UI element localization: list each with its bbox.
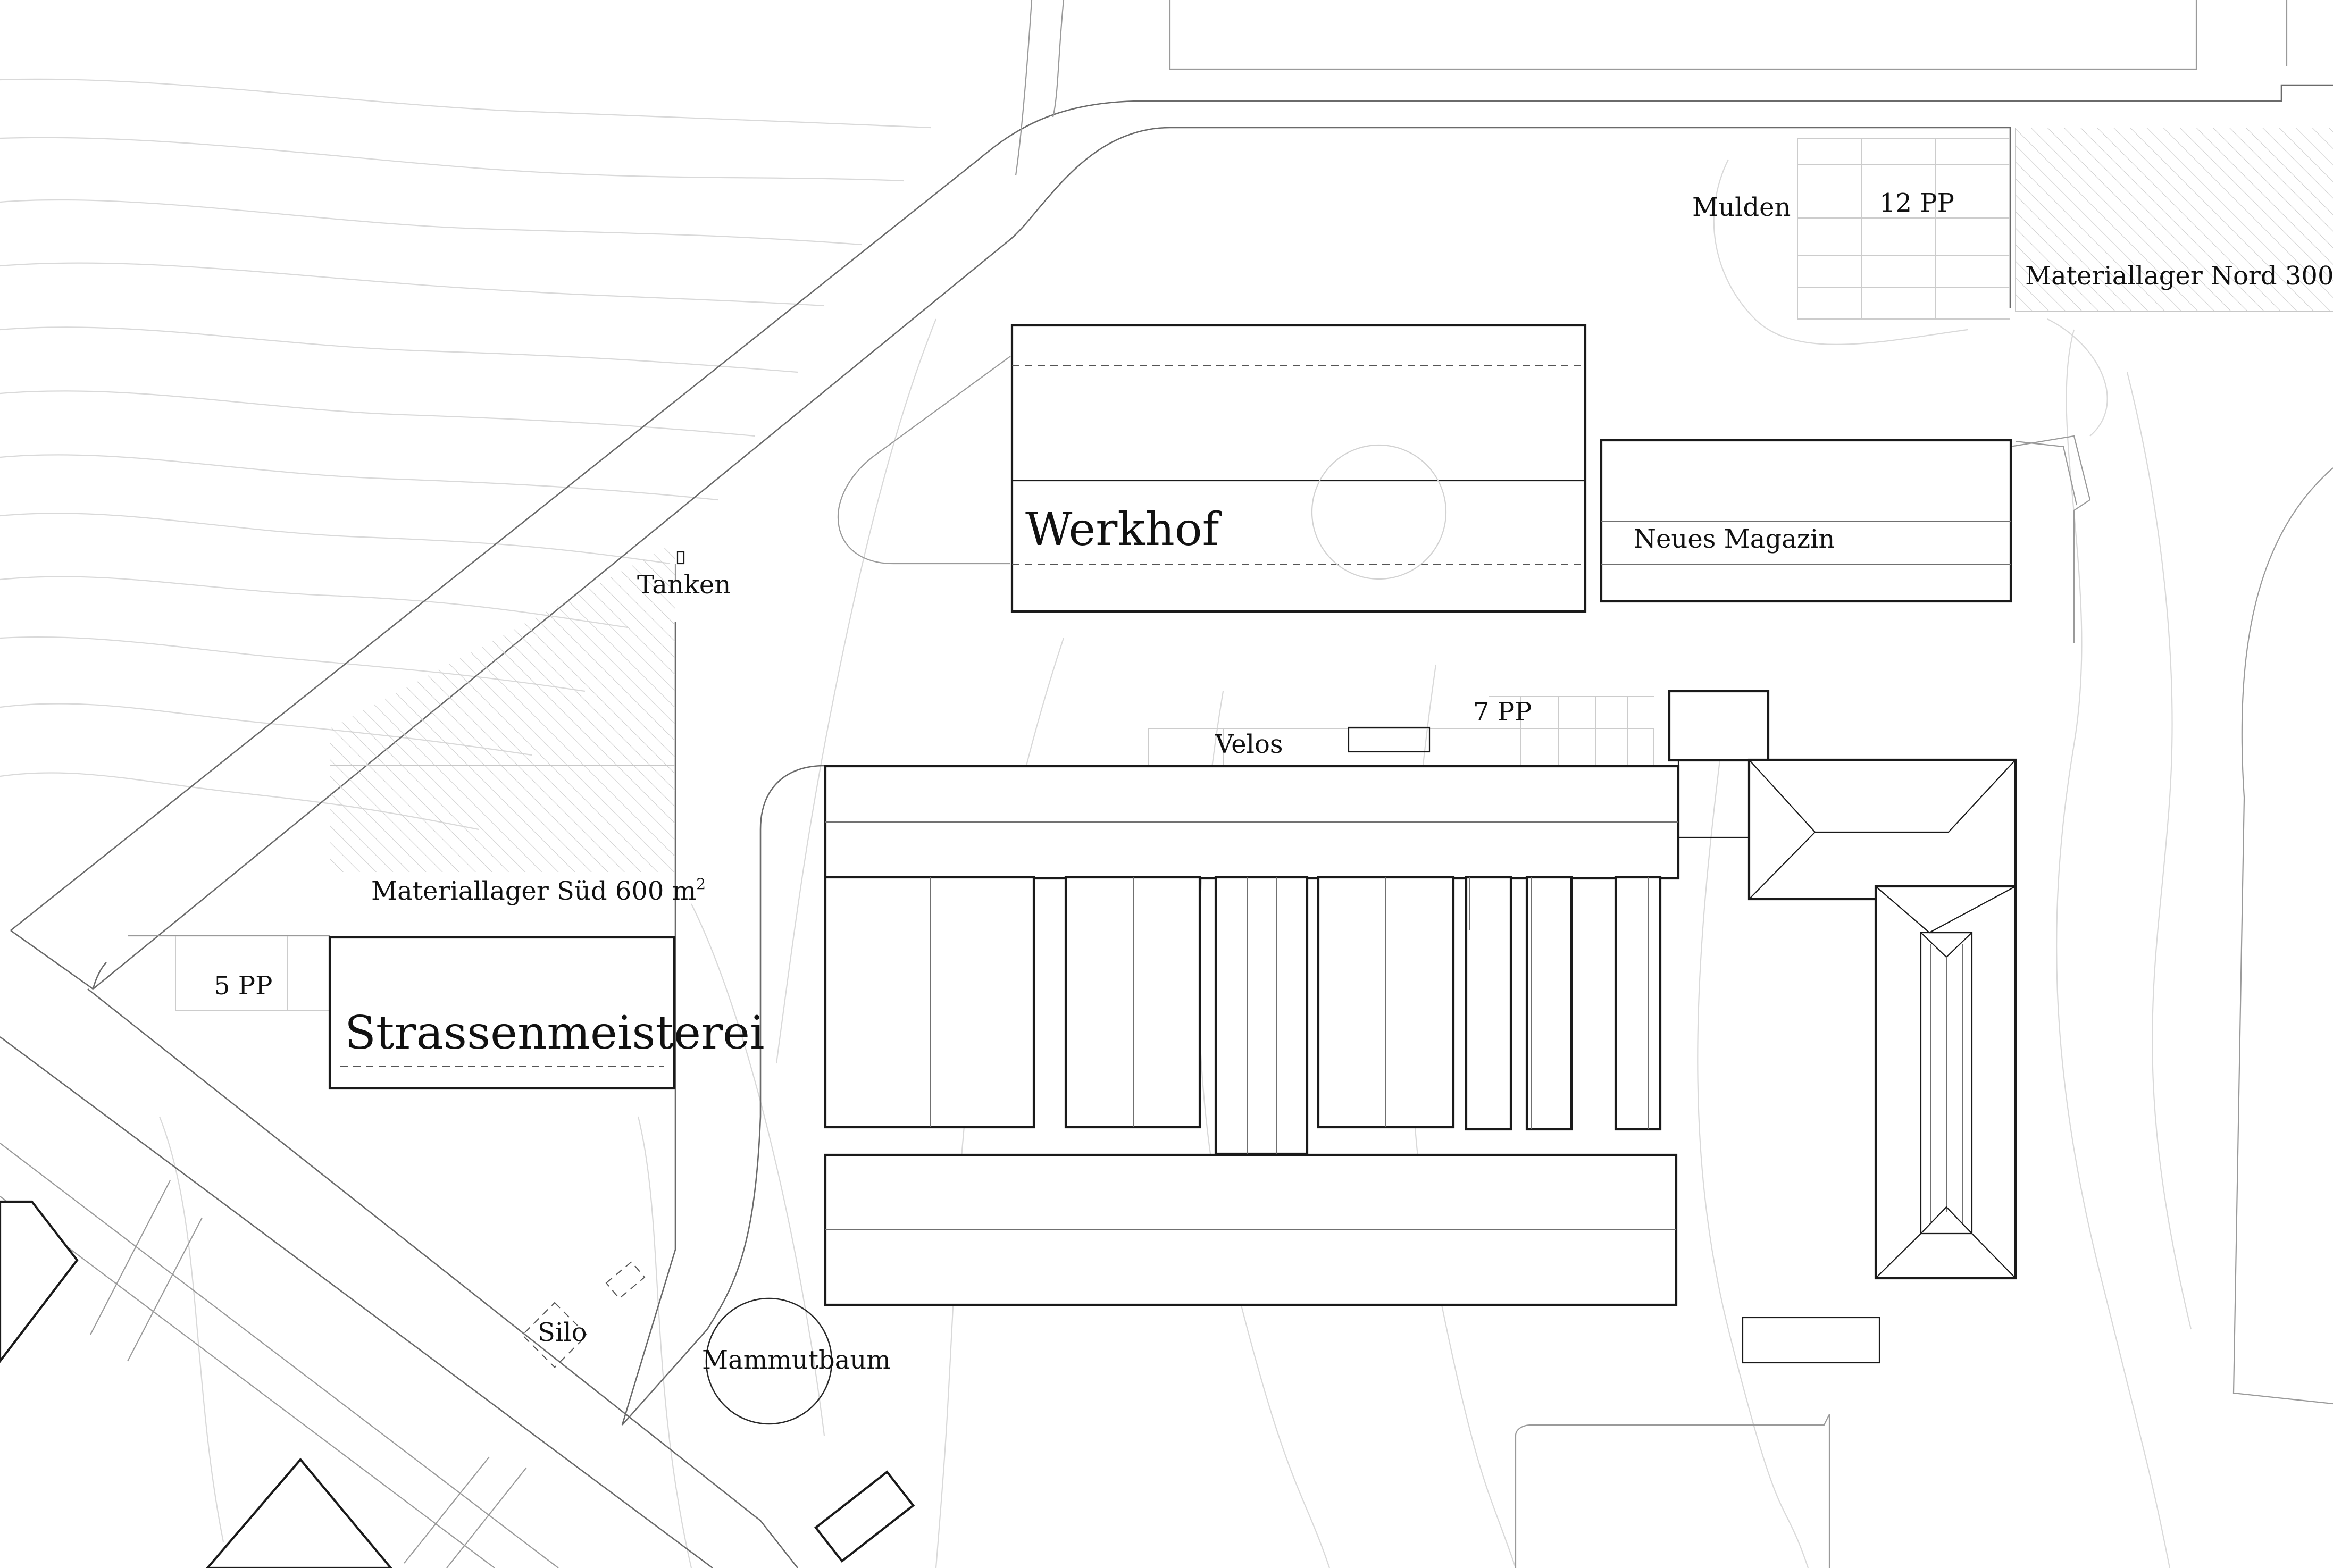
label-werkhof: Werkhof	[1025, 503, 1222, 556]
label-tanken: Tanken	[637, 570, 731, 600]
label-sued-sup: 2	[696, 875, 706, 893]
building-main-south-wing	[824, 1153, 1678, 1306]
label-mammutbaum: Mammutbaum	[702, 1345, 891, 1375]
label-materiallager-sued: Materiallager Süd 600 m2	[371, 875, 706, 906]
building-strassenmeisterei	[328, 936, 676, 1090]
label-5pp: 5 PP	[214, 971, 272, 1001]
trees	[705, 444, 1447, 1425]
parking-12pp	[1797, 138, 2010, 320]
shed-small-east	[1742, 1317, 1880, 1364]
mammutbaum-tree	[705, 1297, 833, 1425]
label-12pp: 12 PP	[1879, 188, 1954, 218]
label-strassenmeisterei: Strassenmeisterei	[345, 1007, 764, 1060]
buildings	[0, 324, 2017, 1568]
parking-7pp	[1148, 696, 1654, 766]
velo-shelter	[1348, 726, 1431, 753]
labels: Werkhof Neues Magazin Strassenmeisterei …	[214, 188, 2333, 1375]
label-neues-magazin: Neues Magazin	[1634, 524, 1835, 554]
label-sued-text: Materiallager Süd 600 m	[371, 876, 696, 906]
label-mulden: Mulden	[1692, 192, 1791, 222]
storage-areas	[330, 128, 2333, 872]
building-bottom-left-1	[0, 1200, 79, 1363]
building-bottom-left-2	[206, 1457, 392, 1568]
parking-5pp	[175, 936, 330, 1011]
label-velos: Velos	[1215, 730, 1283, 759]
building-sheds	[824, 876, 1662, 1155]
building-bottom-center	[814, 1470, 915, 1563]
label-silo: Silo	[538, 1318, 587, 1347]
building-main-north-wing	[824, 690, 1770, 880]
building-werkhof	[1010, 324, 1587, 613]
materiallager-sued-area	[330, 542, 675, 872]
materiallager-nord-area	[2016, 128, 2333, 311]
tank-marker	[676, 551, 685, 565]
label-materiallager-nord: Materiallager Nord 300 m2	[2025, 260, 2333, 291]
silo	[521, 1261, 646, 1369]
parking-grids	[175, 138, 2010, 1011]
building-neues-magazin	[1600, 439, 2012, 603]
building-hip-roof	[1747, 758, 2017, 1280]
label-nord-text: Materiallager Nord 300 m	[2025, 261, 2333, 291]
werkhof-courtyard-tree	[1311, 444, 1447, 580]
label-7pp: 7 PP	[1473, 697, 1532, 727]
